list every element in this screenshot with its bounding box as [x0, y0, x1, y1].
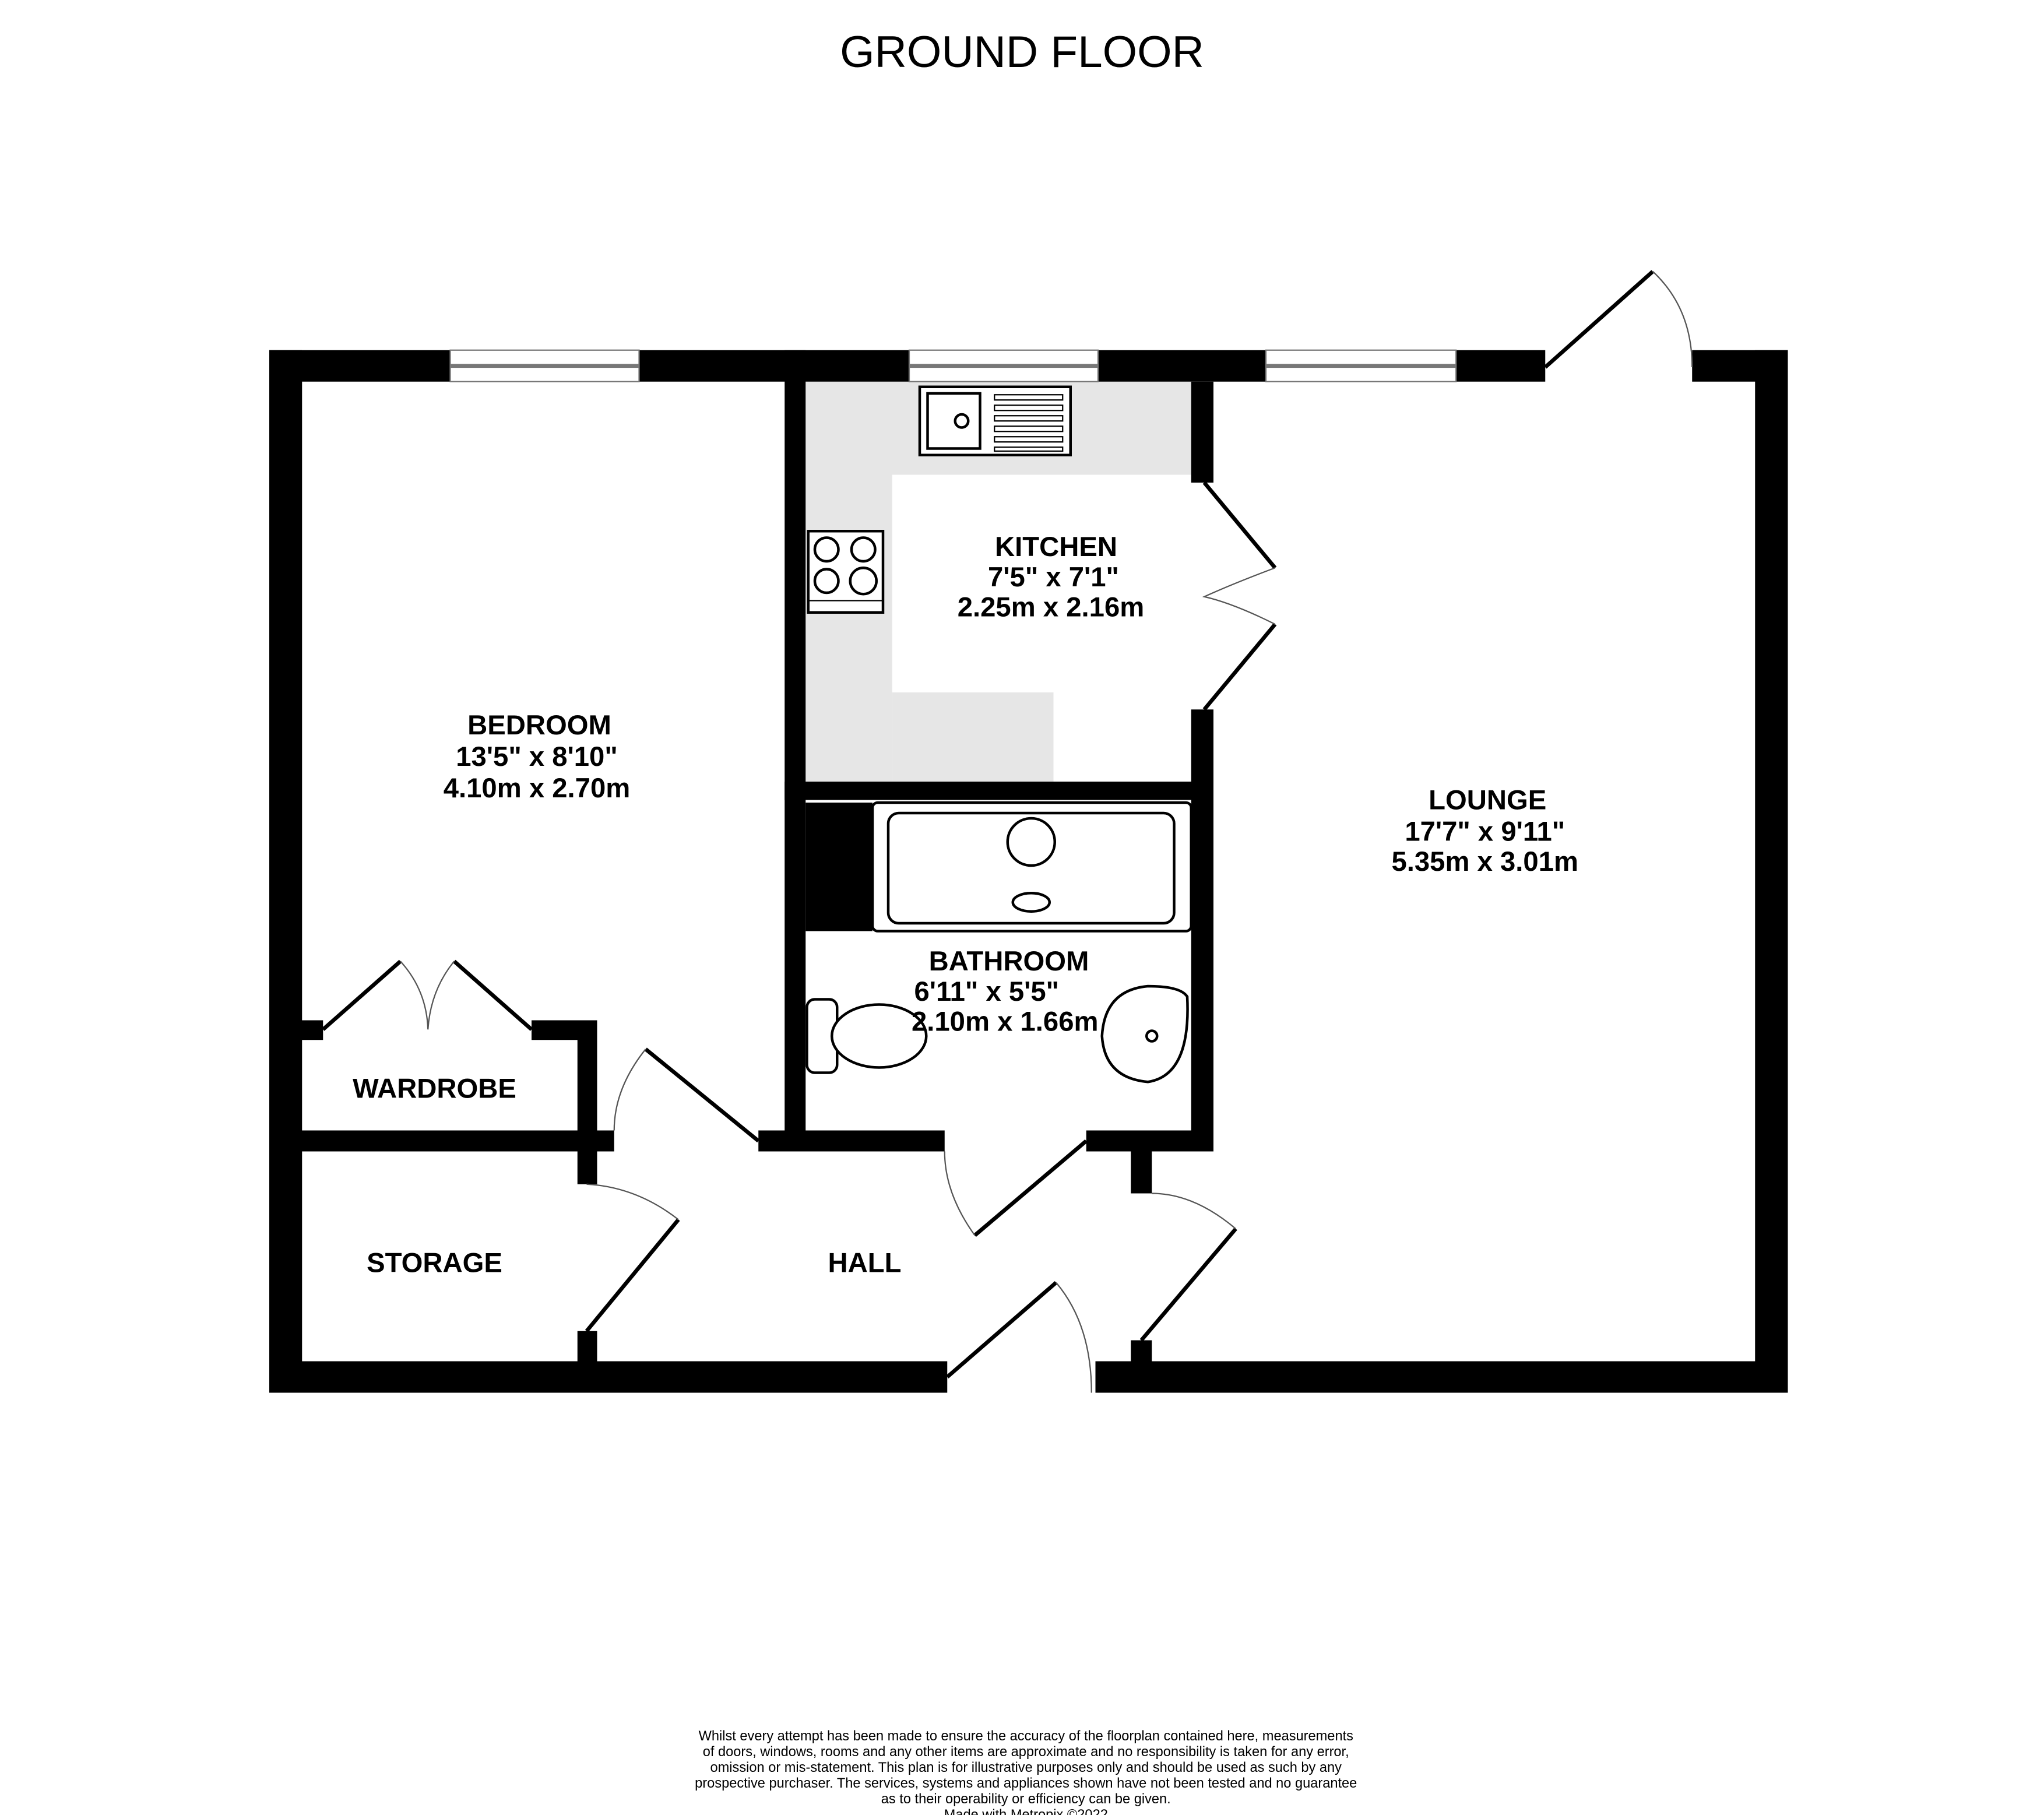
- floor-title: GROUND FLOOR: [840, 27, 1204, 77]
- door-storage: [585, 1183, 680, 1332]
- room-name: BATHROOM: [929, 946, 1089, 977]
- doors: [322, 270, 1693, 1393]
- door-bedroom: [613, 1047, 760, 1143]
- door-front: [946, 1281, 1092, 1393]
- door-kitchen-double: [1202, 481, 1277, 711]
- room-size-metric: 2.25m x 2.16m: [958, 592, 1144, 623]
- hob-icon: [807, 530, 885, 614]
- svg-text:prospective purchaser. The ser: prospective purchaser. The services, sys…: [695, 1776, 1357, 1791]
- svg-text:as to their operability or eff: as to their operability or efficiency ca…: [881, 1792, 1171, 1807]
- door-bathroom: [944, 1139, 1088, 1237]
- room-size-imperial: 17'7" x 9'11": [1405, 816, 1565, 847]
- windows: [449, 349, 1457, 382]
- room-bathroom: BATHROOM 6'11" x 5'5" 2.10m x 1.66m: [912, 946, 1098, 1037]
- room-name: KITCHEN: [995, 532, 1117, 562]
- room-name: BEDROOM: [467, 710, 611, 741]
- room-lounge: LOUNGE 17'7" x 9'11" 5.35m x 3.01m: [1392, 785, 1578, 877]
- door-lounge-internal: [1139, 1193, 1237, 1342]
- room-size-imperial: 13'5" x 8'10": [456, 741, 617, 772]
- room-size-imperial: 7'5" x 7'1": [988, 562, 1119, 593]
- basin-icon: [1100, 984, 1189, 1084]
- door-lounge-external: [1544, 270, 1693, 369]
- room-size-metric: 2.10m x 1.66m: [912, 1007, 1098, 1037]
- room-size-metric: 4.10m x 2.70m: [444, 773, 630, 804]
- room-wardrobe: WARDROBE: [353, 1073, 516, 1104]
- room-name: LOUNGE: [1429, 785, 1546, 815]
- room-hall: HALL: [828, 1248, 902, 1279]
- door-wardrobe-double: [322, 959, 533, 1031]
- room-size-metric: 5.35m x 3.01m: [1392, 846, 1578, 877]
- room-bedroom: BEDROOM 13'5" x 8'10" 4.10m x 2.70m: [444, 710, 630, 804]
- svg-text:omission or mis-statement. Thi: omission or mis-statement. This plan is …: [710, 1760, 1342, 1775]
- kitchen-sink-icon: [918, 385, 1072, 456]
- room-kitchen: KITCHEN 7'5" x 7'1" 2.25m x 2.16m: [958, 532, 1144, 623]
- svg-text:Made with Metropix ©2022: Made with Metropix ©2022: [944, 1807, 1108, 1815]
- room-storage: STORAGE: [367, 1248, 502, 1279]
- walls: [269, 350, 1788, 1393]
- svg-text:of doors, windows, rooms and a: of doors, windows, rooms and any other i…: [703, 1744, 1349, 1760]
- svg-text:Whilst every attempt has been: Whilst every attempt has been made to en…: [699, 1729, 1353, 1744]
- toilet-icon: [805, 998, 928, 1074]
- room-size-imperial: 6'11" x 5'5": [914, 976, 1059, 1007]
- disclaimer: Whilst every attempt has been made to en…: [695, 1729, 1357, 1815]
- bath-icon: [805, 801, 1192, 933]
